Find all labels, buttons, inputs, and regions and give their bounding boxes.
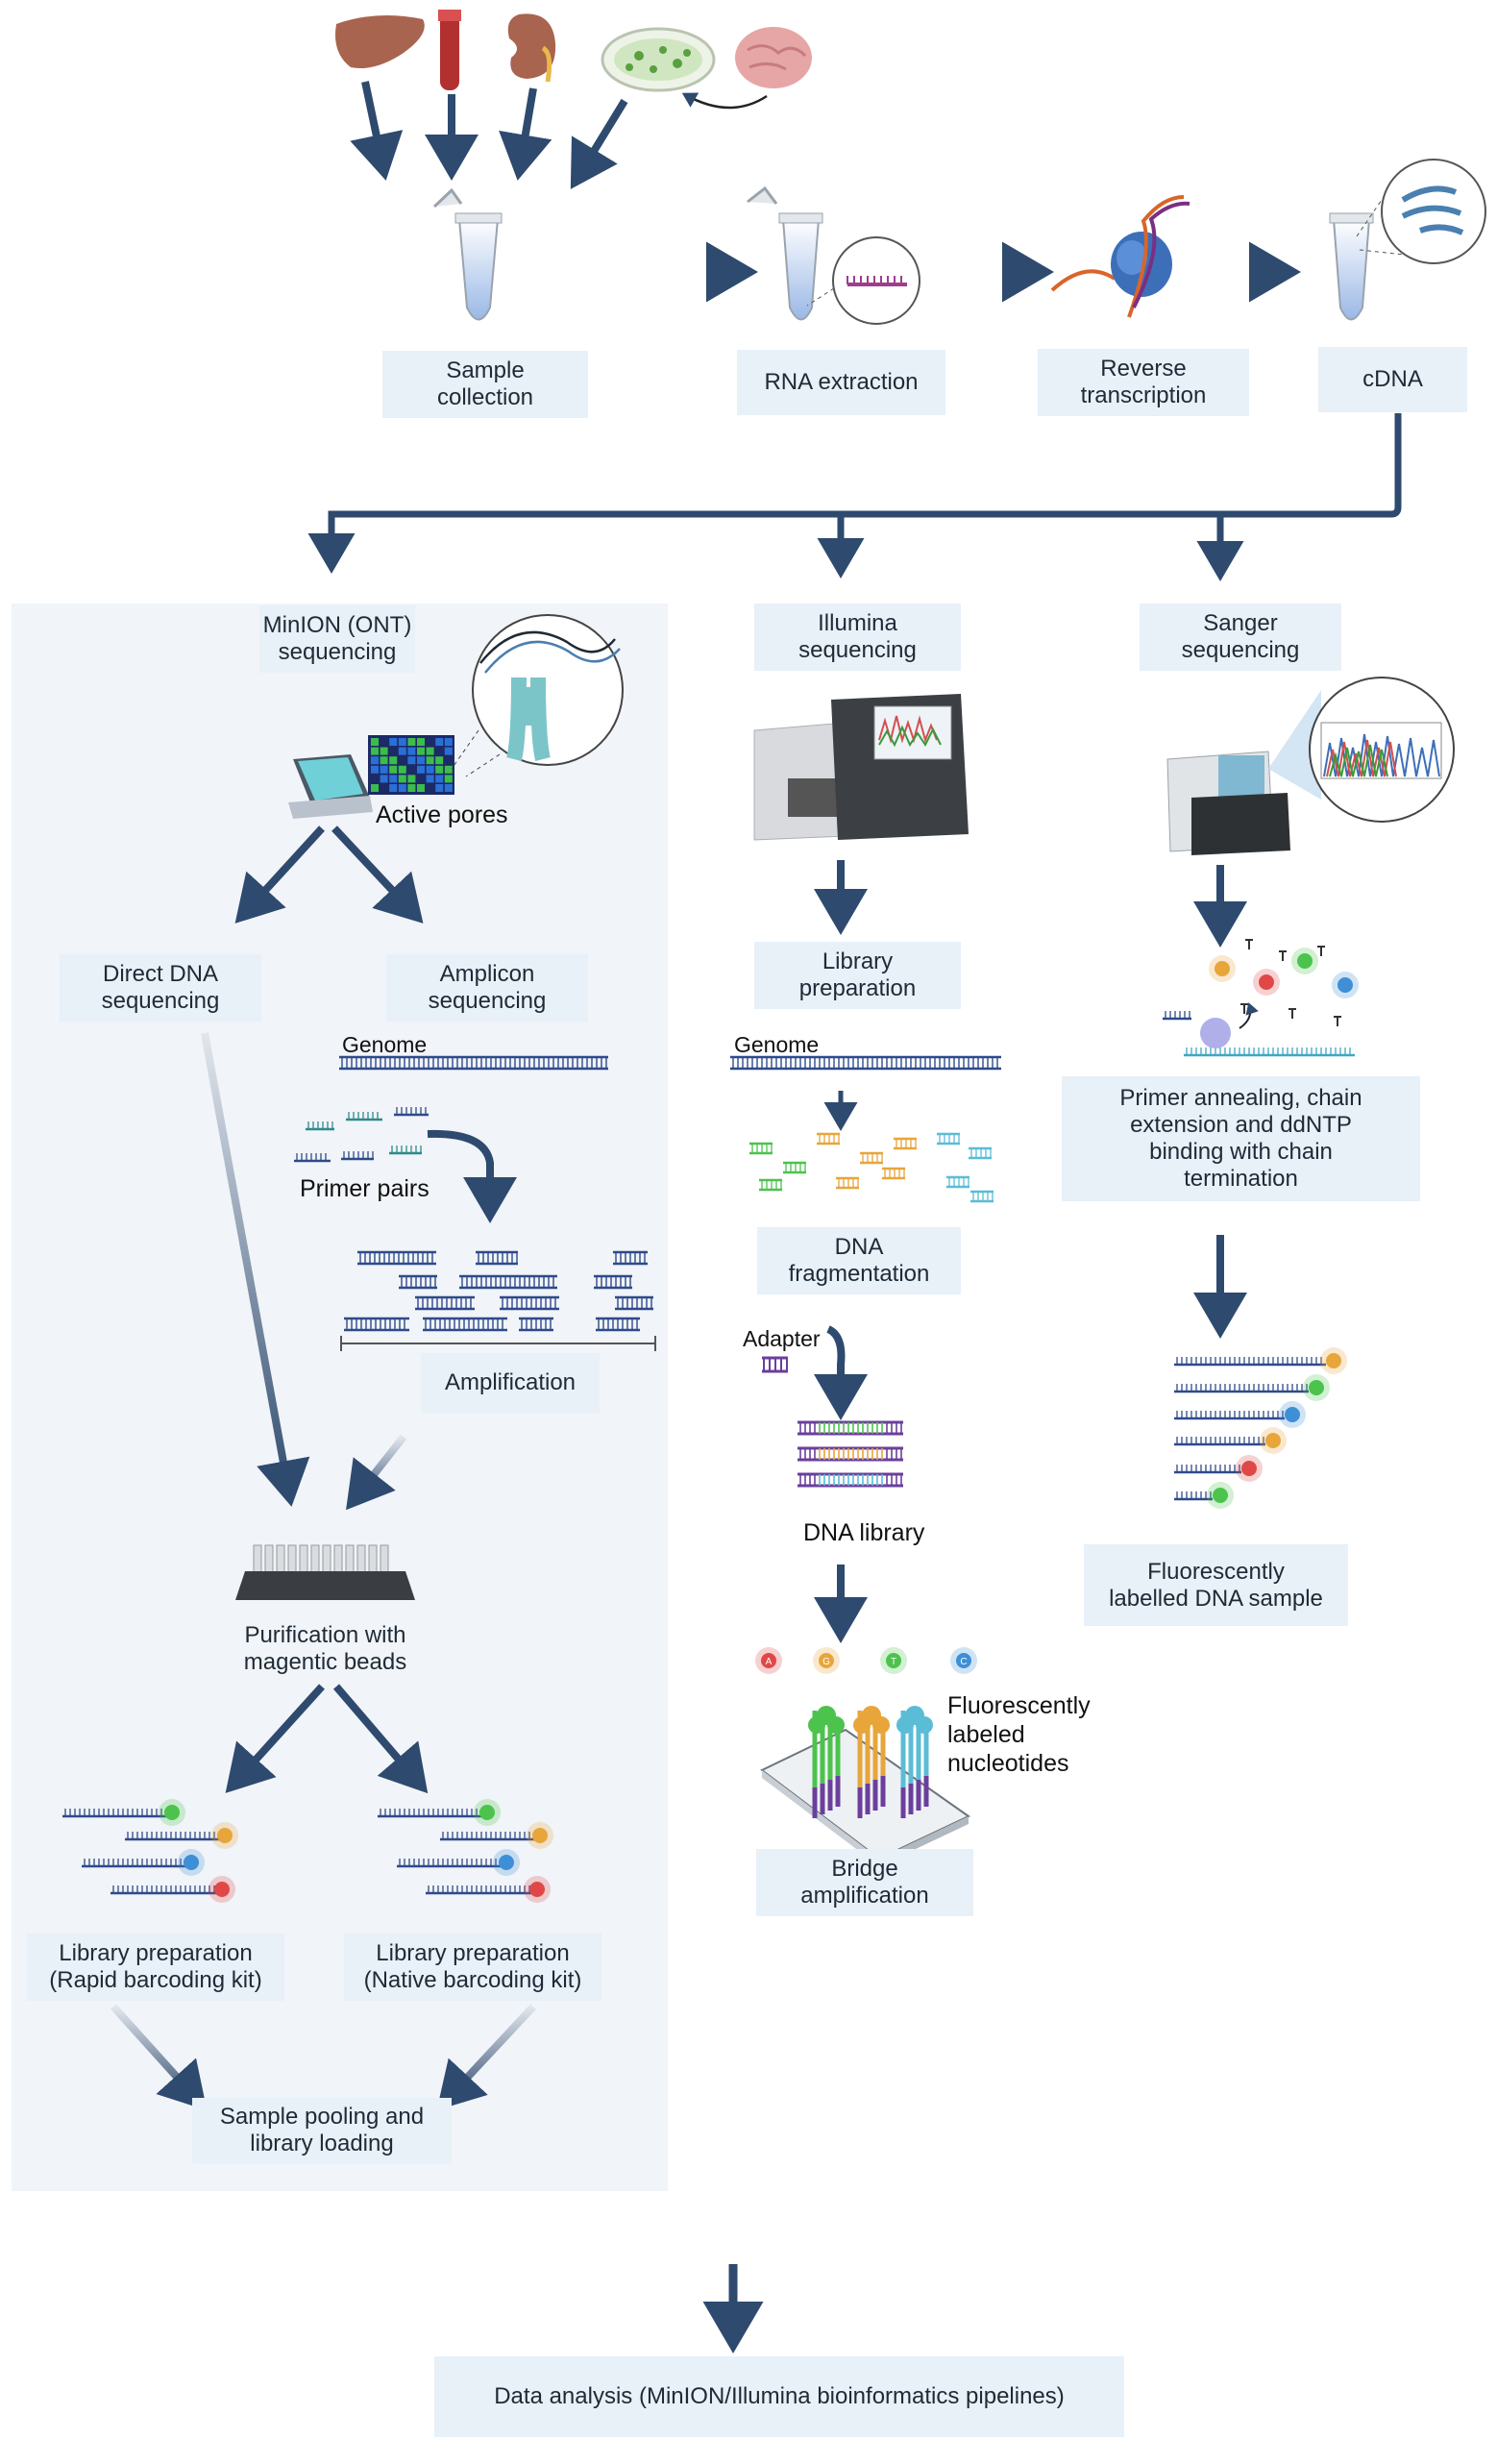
library-prep-box: Library preparation [754,942,961,1009]
sample-tube-icon [432,187,503,321]
reverse-transcriptase-icon [1050,195,1190,318]
cdna-magnify-icon [1381,159,1486,264]
base-t-dot: T [891,1657,896,1667]
amplification-box: Amplification [421,1353,600,1413]
arrow-to-amplification [427,1129,517,1223]
illumina-title-box: Illumina sequencing [754,604,961,671]
rna-extraction-box: RNA extraction [737,350,945,415]
purification-box: Purification with magentic beads [243,1622,407,1675]
magnetic-rack-icon [235,1544,415,1600]
cdna-tube-icon [1329,196,1433,321]
base-c-dot: C [960,1657,967,1667]
rna-tube-icon [747,185,823,321]
branch-connector [307,413,1402,581]
arrow-direct-to-purification [201,1032,310,1507]
primer-pairs-icon [294,1107,429,1163]
flow-cell-grid-icon [368,735,454,795]
rna-magnify-icon [806,236,920,325]
source-arrows [350,81,628,189]
minion-genome-bar [339,1055,608,1071]
ddntp-mix-icon [1163,939,1359,1057]
dna-fragments-icon [749,1132,994,1203]
convergence-connector [321,1667,1224,2353]
amplicon-fragments-icon [340,1250,656,1351]
arrow-native-to-pooling [436,2004,536,2110]
rapid-barcode-strands-icon [62,1799,238,1903]
chromatogram-magnify-icon [1309,677,1455,823]
blood-tube-icon [438,10,461,90]
minion-genome-label: Genome [342,1032,428,1057]
brain-icon [735,27,812,88]
liver-icon [335,15,425,68]
nucleotides-label: Fluorescently labeled nucleotides [947,1692,1091,1777]
illumina-genome-label: Genome [734,1032,820,1057]
native-barcode-strands-icon [378,1799,553,1903]
adapter-icon [762,1356,788,1373]
bridge-clusters-icon [808,1706,933,1818]
cdna-box: cDNA [1318,347,1467,412]
active-pores-label: Active pores [376,801,508,828]
base-g-dot: G [822,1657,830,1667]
primer-pairs-label: Primer pairs [300,1175,429,1202]
amplicon-box: Amplicon sequencing [386,954,588,1022]
base-a-dot: A [766,1657,773,1667]
data-analysis-box: Data analysis (MinION/Illumina bioinform… [434,2356,1124,2437]
adapter-label: Adapter [743,1326,821,1351]
lib-rapid-box: Library preparation (Rapid barcoding kit… [27,1934,284,2001]
kidney-icon [507,13,556,83]
fragmentation-box: DNA fragmentation [757,1227,961,1294]
sanger-sequencer-icon [1166,690,1321,855]
minion-split-arrows [234,825,424,924]
arrow-rapid-to-pooling [110,2004,208,2110]
sample-collection-box: Sample collection [382,351,588,418]
labelled-sample-box: Fluorescently labelled DNA sample [1084,1544,1348,1626]
pooling-box: Sample pooling and library loading [192,2098,452,2163]
minion-device-icon [288,754,373,819]
arrow-to-dna-library [814,1325,868,1420]
illumina-sequencer-icon [753,694,969,841]
illumina-genome-bar [730,1055,1001,1071]
nanopore-magnify-icon [451,614,624,777]
purification-split-arrows [225,1684,429,1794]
sanger-title-box: Sanger sequencing [1140,604,1341,671]
petri-dish-icon [601,27,716,92]
direct-dna-box: Direct DNA sequencing [60,954,261,1022]
terminated-strands-icon [1174,1347,1347,1509]
lib-native-box: Library preparation (Native barcoding ki… [344,1934,601,2001]
bridge-box: Bridge amplification [756,1849,973,1916]
arrow-amplification-to-purification [346,1434,407,1511]
dna-library-icon [798,1420,903,1488]
minion-title-box: MinION (ONT) sequencing [259,605,415,673]
reverse-transcription-box: Reverse transcription [1038,349,1249,416]
primer-annealing-box: Primer annealing, chain extension and dd… [1062,1076,1420,1201]
dna-library-label: DNA library [803,1519,925,1546]
